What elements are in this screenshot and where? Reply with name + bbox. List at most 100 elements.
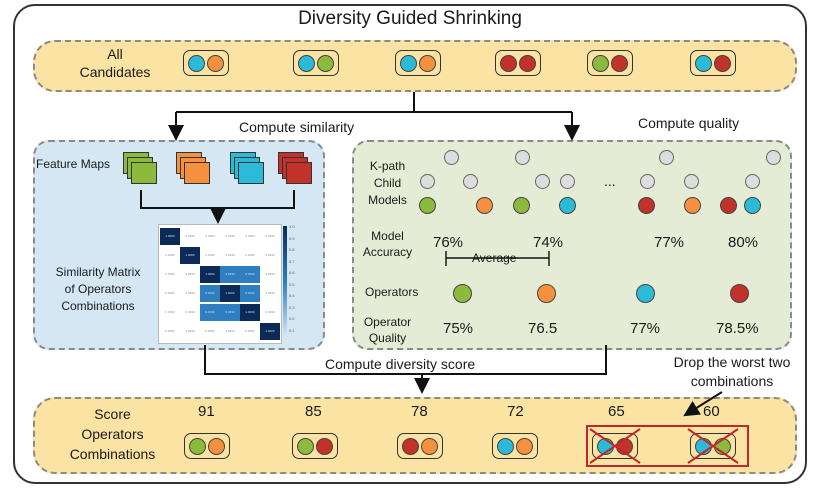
- combination-pill: [395, 50, 441, 76]
- matrix-cell: 0.0333: [240, 228, 260, 245]
- matrix-cell: 0.0333: [200, 304, 220, 321]
- operator-dot: [316, 438, 333, 455]
- matrix-cell: 1.0000: [260, 323, 280, 340]
- tree-node: [535, 174, 550, 189]
- score-value: 72: [507, 403, 524, 420]
- operators-label: Operators: [365, 285, 419, 299]
- quality-value: 76.5: [528, 320, 558, 337]
- operator-dot: [207, 55, 224, 72]
- matrix-cell: 0.0333: [260, 285, 280, 302]
- feature-map-sheet: [131, 162, 157, 184]
- colorbar-tick: 0.4: [289, 293, 295, 298]
- kpath-label-2: Child: [373, 176, 402, 190]
- matrix-cell: 0.0333: [200, 228, 220, 245]
- diagram-title: Diversity Guided Shrinking: [298, 8, 522, 29]
- operator-dot: [297, 438, 314, 455]
- colorbar-tick: 0.5: [289, 281, 295, 287]
- combination-pill: [690, 50, 736, 76]
- combination-pill: [397, 433, 443, 459]
- matrix-cell: 0.0333: [220, 247, 240, 264]
- compute-quality-label: Compute quality: [638, 115, 740, 131]
- operator-quality-label: Operator Quality: [360, 314, 415, 346]
- colorbar-tick: 0.3: [289, 304, 295, 310]
- matrix-cell: 0.0333: [260, 247, 280, 264]
- matrix-cell: 0.0333: [160, 285, 180, 302]
- tree-leaf: [720, 197, 737, 214]
- feature-map-sheet: [286, 162, 312, 184]
- operator-dot: [419, 55, 436, 72]
- feature-map-sheet: [238, 162, 264, 184]
- all-candidates-label: All Candidates: [60, 45, 170, 81]
- combinations-line: Combinations: [69, 446, 156, 462]
- operator-dot: [208, 438, 225, 455]
- matrix-cell: 0.0333: [160, 247, 180, 264]
- score-label: Score: [94, 406, 131, 422]
- operator-quality-1: Operator: [363, 315, 412, 329]
- tree-node: [560, 174, 575, 189]
- combination-pill: [292, 433, 338, 459]
- tree-node: [766, 150, 781, 165]
- combination-pill: [587, 50, 633, 76]
- compute-diversity-label: Compute diversity score: [325, 356, 476, 372]
- accuracy-value: 80%: [728, 234, 759, 251]
- colorbar-tick: 0.1: [289, 327, 295, 333]
- candidates-label: Candidates: [79, 64, 151, 80]
- tree-leaf: [744, 197, 761, 214]
- operator-dot: [317, 55, 334, 72]
- colorbar-tick: 0.8: [289, 247, 295, 252]
- kpath-label-3: Models: [368, 193, 407, 207]
- score-value: 60: [703, 403, 720, 420]
- matrix-cell: 0.0333: [160, 304, 180, 321]
- tree-node: [659, 150, 674, 165]
- kpath-label-1: K-path: [369, 159, 406, 173]
- model-accuracy-2: Accuracy: [362, 245, 413, 259]
- operator-quality-2: Quality: [368, 331, 407, 345]
- combination-pill: [492, 433, 538, 459]
- colorbar-tick: 0.7: [289, 258, 295, 264]
- matrix-cell: 1.0000: [200, 266, 220, 283]
- operator-dot: [516, 438, 533, 455]
- tree-leaf: [559, 197, 576, 214]
- score-value: 91: [198, 403, 215, 420]
- drop-arrow: [683, 391, 723, 417]
- matrix-cell: 0.0333: [240, 266, 260, 283]
- matrix-cell: 0.0333: [180, 285, 200, 302]
- matrix-cell: 0.0333: [220, 228, 240, 245]
- combination-pill: [183, 50, 229, 76]
- matrix-cell: 0.0333: [180, 323, 200, 340]
- tree-node: [640, 174, 655, 189]
- matrix-cell: 0.0333: [220, 304, 240, 321]
- matrix-label-3: Combinations: [61, 299, 135, 313]
- matrix-cell: 0.0333: [260, 228, 280, 245]
- matrix-cell: 0.0333: [180, 228, 200, 245]
- matrix-cell: 0.0333: [240, 285, 260, 302]
- operator-dot: [298, 55, 315, 72]
- arrow-split: [175, 92, 573, 131]
- tree-node: [463, 174, 478, 189]
- quality-value: 75%: [443, 320, 474, 337]
- tree-node: [515, 150, 530, 165]
- accuracy-value: 76%: [433, 234, 464, 251]
- quality-value: 78.5%: [716, 320, 759, 337]
- combination-pill: [184, 433, 230, 459]
- operator-dot: [500, 55, 517, 72]
- colorbar-tick: 0.9: [289, 235, 295, 241]
- compute-similarity-label: Compute similarity: [239, 119, 355, 135]
- matrix-cell: 0.0333: [240, 323, 260, 340]
- tree-leaf: [419, 197, 436, 214]
- colorbar-tick: 0.6: [289, 270, 295, 275]
- score-operators-label: Score Operators Combinations: [55, 404, 170, 464]
- combination-pill: [495, 50, 541, 76]
- matrix-cell: 1.0000: [240, 304, 260, 321]
- operator-dot: [714, 55, 731, 72]
- average-bracket: [445, 251, 550, 266]
- operator-dot: [636, 284, 655, 303]
- tree-leaf: [684, 197, 701, 214]
- tree-node: [684, 174, 699, 189]
- operator-dot: [421, 438, 438, 455]
- ellipsis: ...: [604, 173, 616, 189]
- tree-node: [420, 174, 435, 189]
- tree-leaf: [513, 197, 530, 214]
- score-value: 78: [411, 403, 428, 420]
